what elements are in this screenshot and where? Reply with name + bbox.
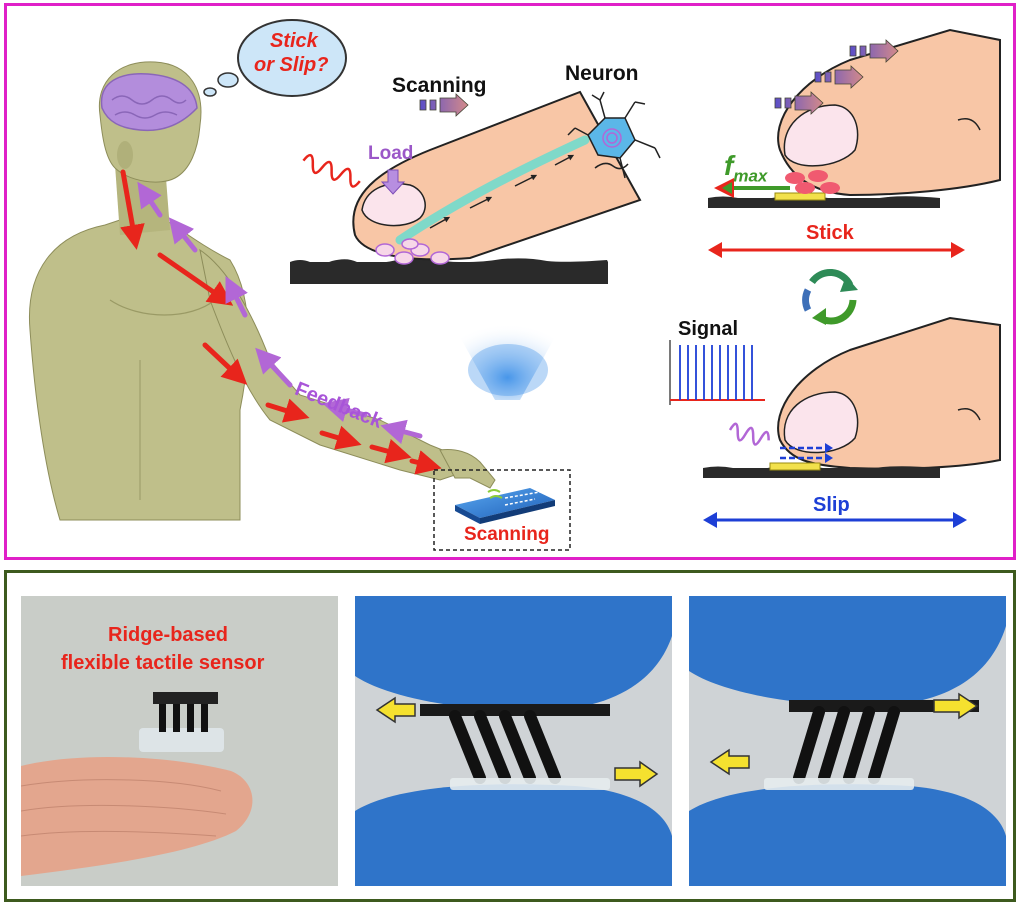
scanning-bottom-label: Scanning bbox=[464, 524, 550, 545]
thought-line-2: or Slip? bbox=[254, 54, 329, 76]
sensor-caption-line-1: Ridge-based bbox=[108, 624, 229, 646]
human-figure bbox=[28, 61, 496, 521]
sensor-caption-line-2: flexible tactile sensor bbox=[61, 652, 265, 674]
signal-label: Signal bbox=[678, 318, 739, 340]
nerve-signal-arrows bbox=[120, 169, 442, 475]
photo-sensor-on-fingertip bbox=[21, 596, 338, 886]
fmax-label: fmax bbox=[724, 150, 767, 187]
slip-diagram bbox=[669, 316, 1001, 528]
stick-diagram bbox=[708, 28, 1001, 258]
finger-neuron-diagram bbox=[290, 90, 661, 284]
stick-label: Stick bbox=[806, 222, 854, 244]
thought-line-1: Stick bbox=[270, 30, 318, 52]
fmax-subscript: max bbox=[733, 166, 768, 186]
sensor-chip bbox=[455, 488, 555, 518]
sensor-glow bbox=[445, 310, 570, 400]
load-label: Load bbox=[368, 143, 414, 164]
thought-bubble bbox=[203, 19, 347, 97]
neuron-label: Neuron bbox=[565, 62, 639, 85]
cycle-icon bbox=[802, 269, 858, 325]
scanning-top-label: Scanning bbox=[392, 74, 487, 97]
photo-sensor-shear-left bbox=[355, 596, 672, 886]
scanning-inset-box bbox=[433, 469, 571, 551]
photo-sensor-shear-right bbox=[689, 596, 1006, 886]
fmax-symbol: f bbox=[724, 150, 734, 181]
slip-label: Slip bbox=[813, 494, 850, 516]
